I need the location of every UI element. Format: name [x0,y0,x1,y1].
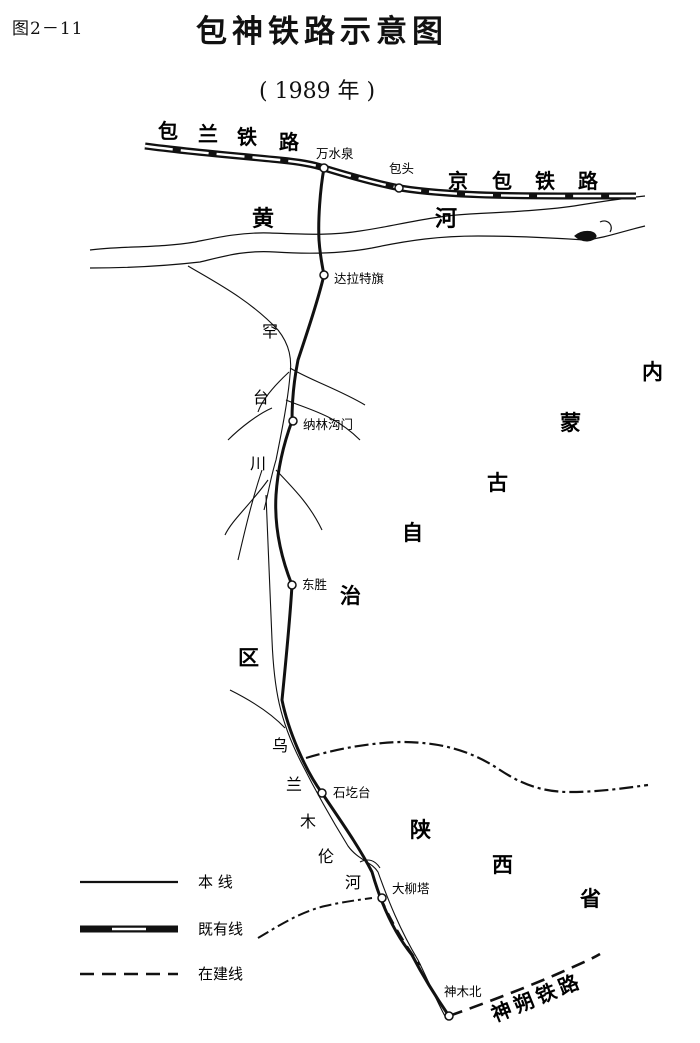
region-neimenggu-char: 区 [238,646,259,670]
station-shenmubei-marker [444,1011,454,1021]
baolan-label: 包 兰 铁 路 [158,119,300,154]
region-neimenggu-char: 蒙 [560,411,581,435]
station-baotou-marker [394,183,404,193]
station-nalingoumen-marker [288,416,298,426]
daliuta-shenmu-dashed [378,895,421,966]
baolan-char: 兰 [198,122,218,146]
wulanmulun-char: 河 [345,873,361,892]
baolan-char: 路 [279,130,300,154]
station-baotou: 包头 [389,161,414,176]
wulanmulun-river [229,494,447,1019]
jingbao-char: 铁 [535,169,555,193]
province-boundary-west [257,897,373,939]
legend-existing-line-label: 既有线 [198,920,243,938]
jingbao-label: 京 包 铁 路 [448,169,599,193]
jingbao-char: 京 [448,169,468,193]
huanghe-char: 黄 [252,207,274,232]
station-wanshuiquan-marker [319,163,329,173]
wulanmulun-char: 兰 [286,775,302,794]
shenshuo-railway [448,952,601,1018]
station-dongsheng: 东胜 [302,577,327,592]
hantaichuan-char: 川 [250,454,266,473]
station-shenmubei: 神木北 [444,984,482,999]
region-shaanxi-char: 陕 [410,818,431,842]
region-shaanxi-char: 西 [492,853,513,877]
huanghe-char: 河 [435,207,457,232]
jingbao-railway [322,164,636,200]
jingbao-char: 包 [492,169,512,193]
baolan-char: 包 [158,119,178,143]
hantaichuan-char: 台 [253,388,269,407]
map-year: ( 1989 年 ) [259,79,376,104]
station-dalateqi: 达拉特旗 [334,271,384,286]
baolan-char: 铁 [237,125,257,149]
station-daliuta-marker [377,893,387,903]
shenshuo-label: 神朔铁路 [488,968,586,1026]
wulanmulun-char: 伦 [318,847,334,866]
station-dalateqi-marker [319,270,329,280]
wulanmulun-char: 乌 [272,736,288,755]
region-neimenggu-char: 自 [402,521,423,545]
legend: 本 线 既有线 在建线 [80,873,243,983]
baolan-railway [144,142,326,172]
map-title: 包神铁路示意图 [196,14,448,50]
region-neimenggu-char: 治 [340,584,361,608]
station-nalingoumen: 纳林沟门 [303,417,353,432]
legend-under-construction-label: 在建线 [198,965,243,983]
station-markers [287,163,454,1021]
yellow-river [89,195,646,269]
wulanmulun-char: 木 [300,812,316,831]
station-shigetai-marker [317,788,327,798]
legend-main-line-label: 本 线 [198,873,233,891]
station-shigetai: 石圪台 [333,785,371,800]
station-daliuta: 大柳塔 [392,881,430,896]
jingbao-char: 路 [578,169,599,193]
hantaichuan-char: 罕 [262,322,278,341]
region-neimenggu-char: 内 [642,360,663,384]
station-wanshuiquan: 万水泉 [316,146,354,161]
station-dongsheng-marker [287,580,297,590]
region-neimenggu-char: 古 [487,471,508,495]
region-shaanxi-char: 省 [579,887,601,911]
figure-id: 图2－11 [12,19,84,39]
